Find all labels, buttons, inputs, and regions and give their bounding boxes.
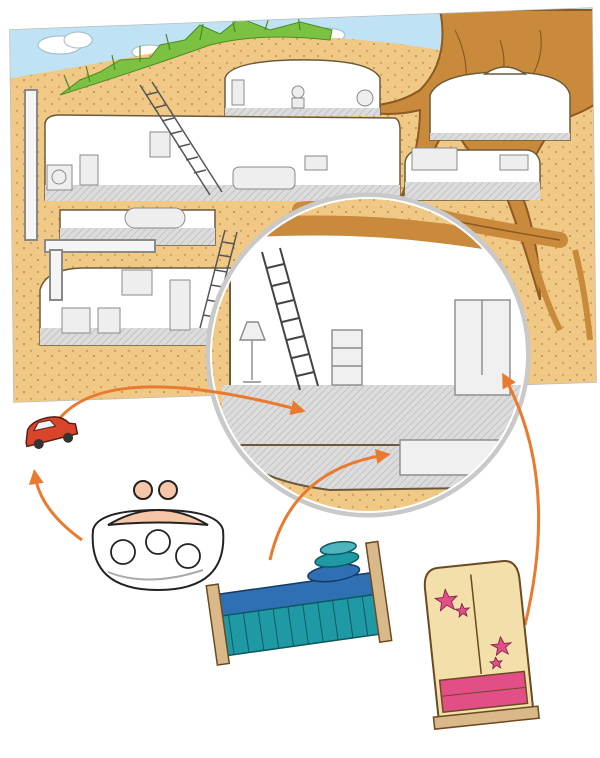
star-icon — [433, 588, 513, 670]
sticker-bed[interactable] — [203, 537, 393, 666]
sticker-toy-car[interactable] — [22, 412, 79, 451]
room-right — [429, 66, 571, 141]
zoom-ladder — [261, 247, 319, 391]
room-attic — [224, 59, 381, 116]
burrow-poster — [9, 7, 597, 403]
arrow-car-to-lens — [58, 385, 306, 419]
placement-arrows — [28, 372, 541, 626]
car-wheel-icon — [33, 438, 44, 449]
grass — [59, 17, 333, 96]
zoom-dresser — [331, 329, 363, 386]
arrow-bed-to-lens — [268, 448, 391, 561]
pipes — [24, 89, 156, 301]
sticker-coin-purse[interactable] — [91, 480, 225, 592]
zoom-lamp — [238, 321, 267, 383]
room-lower-right — [404, 147, 541, 201]
zoom-lens — [205, 192, 531, 518]
arrow-purse-to-car — [28, 469, 83, 542]
sticker-wardrobe[interactable] — [418, 559, 540, 730]
room-living — [44, 114, 401, 246]
arrow-wardrobe-to-lens — [502, 372, 541, 626]
zoom-bed-outline — [399, 439, 501, 476]
